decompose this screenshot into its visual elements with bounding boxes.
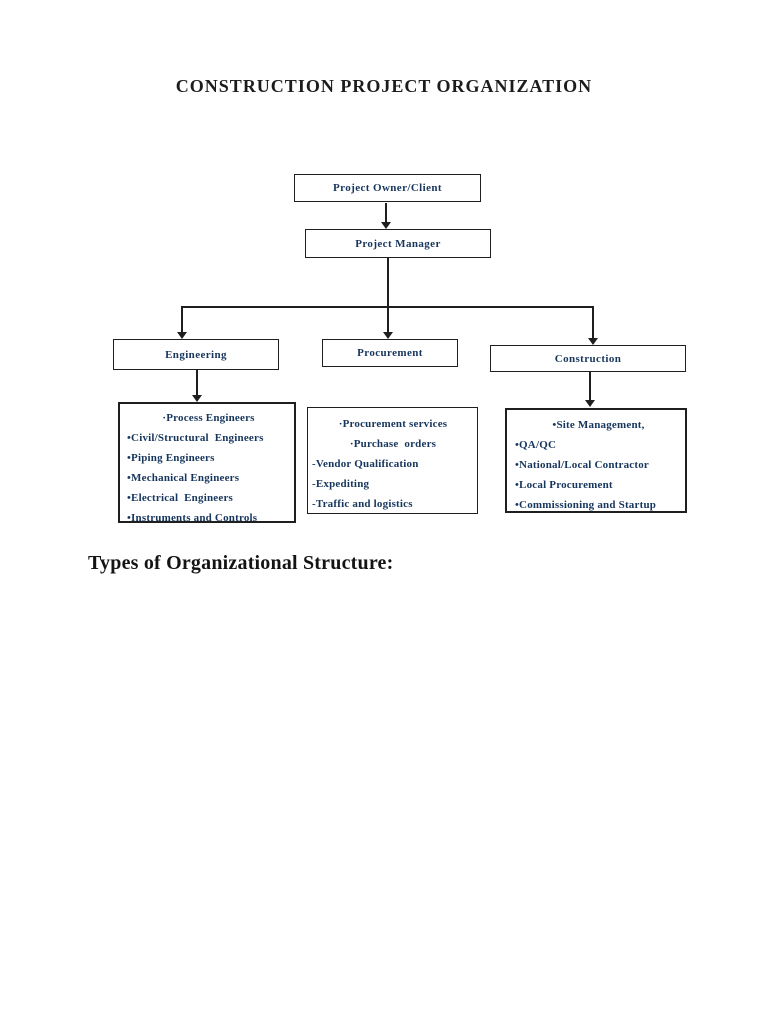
detail-item: -Vendor Qualification xyxy=(312,458,419,470)
document-title: CONSTRUCTION PROJECT ORGANIZATION xyxy=(175,76,593,96)
connector-to-procurement xyxy=(387,307,389,333)
detail-box-procurement: ·Procurement services ·Purchase orders -… xyxy=(307,407,478,514)
detail-item: •Piping Engineers xyxy=(127,452,215,464)
connector-engineering-detail xyxy=(196,370,198,396)
org-node-procurement: Procurement xyxy=(322,339,458,367)
detail-box-construction: •Site Management, •QA/QC •National/Local… xyxy=(505,408,687,513)
connector-owner-to-manager xyxy=(385,203,387,223)
arrowhead-construction-detail xyxy=(585,400,595,407)
org-node-engineering: Engineering xyxy=(113,339,279,370)
connector-to-engineering xyxy=(181,307,183,332)
connector-construction-detail xyxy=(589,372,591,401)
detail-item: •Mechanical Engineers xyxy=(127,472,240,484)
connector-to-construction xyxy=(592,307,594,339)
detail-item: •Instruments and Controls xyxy=(127,512,258,524)
arrowhead-owner-to-manager xyxy=(381,222,391,229)
detail-box-engineering: ·Process Engineers •Civil/Structural Eng… xyxy=(118,402,296,524)
detail-item: •Electrical Engineers xyxy=(127,492,234,504)
detail-item: •Site Management, xyxy=(552,419,645,431)
detail-item: ·Process Engineers xyxy=(162,412,255,424)
arrowhead-to-procurement xyxy=(383,332,393,339)
org-node-construction: Construction xyxy=(490,345,686,372)
detail-item: •National/Local Contractor xyxy=(515,459,650,471)
detail-item: -Expediting xyxy=(312,478,370,490)
connector-manager-down xyxy=(387,258,389,308)
arrowhead-to-construction xyxy=(588,338,598,345)
detail-item: •Commissioning and Startup xyxy=(515,499,657,511)
detail-item: ·Procurement services xyxy=(338,418,448,430)
section-heading: Types of Organizational Structure: xyxy=(88,552,394,574)
org-node-project-manager: Project Manager xyxy=(305,229,491,258)
org-node-project-owner: Project Owner/Client xyxy=(294,174,481,202)
detail-item: •Civil/Structural Engineers xyxy=(127,432,264,444)
arrowhead-to-engineering xyxy=(177,332,187,339)
detail-item: ·Purchase orders xyxy=(349,438,437,450)
detail-item: -Traffic and logistics xyxy=(312,498,413,510)
arrowhead-engineering-detail xyxy=(192,395,202,402)
detail-item: •Local Procurement xyxy=(515,479,613,491)
detail-item: •QA/QC xyxy=(515,439,557,451)
